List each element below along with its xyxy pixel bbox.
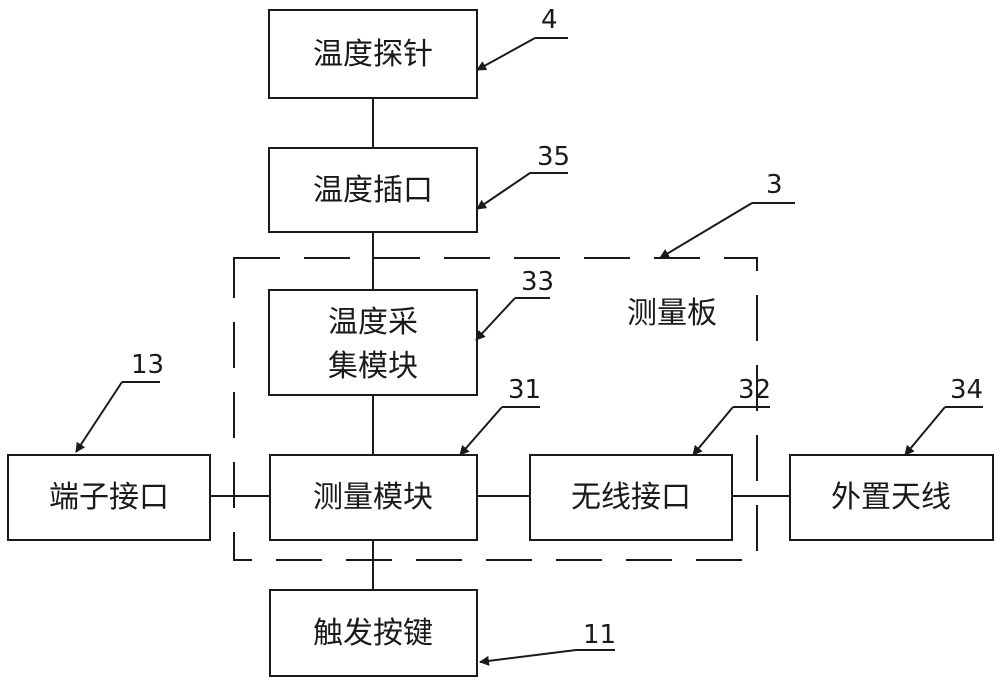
callout-temp-probe: 4	[476, 5, 568, 71]
external-antenna-label: 外置天线	[831, 480, 951, 515]
measure-module-label: 测量模块	[313, 480, 433, 515]
wireless-interface-label: 无线接口	[571, 480, 691, 515]
callout-measure-board: 3	[659, 170, 795, 259]
callout-temp-acq: 33	[475, 267, 554, 341]
terminal-interface-label: 端子接口	[49, 480, 169, 515]
callout-terminal-interface: 13	[75, 350, 164, 453]
external-antenna-block: 外置天线	[789, 454, 994, 541]
ref-number: 31	[508, 375, 541, 405]
temp-probe-label: 温度探针	[313, 37, 433, 72]
terminal-interface-block: 端子接口	[7, 454, 211, 541]
callout-temp-socket: 35	[476, 142, 570, 210]
measure-module-block: 测量模块	[269, 454, 478, 541]
temp-probe-block: 温度探针	[268, 9, 478, 99]
temp-acq-label-line1: 温度采	[328, 305, 418, 340]
callout-wireless-interface: 32	[692, 375, 771, 456]
temp-socket-block: 温度插口	[268, 147, 478, 233]
wireless-interface-block: 无线接口	[529, 454, 733, 541]
temp-socket-label: 温度插口	[313, 173, 433, 208]
ref-number: 35	[537, 142, 570, 172]
ref-number: 32	[738, 375, 771, 405]
ref-number: 3	[766, 170, 783, 200]
ref-number: 13	[131, 350, 164, 380]
temp-acq-label-line2: 集模块	[328, 349, 418, 384]
callout-external-antenna: 34	[904, 375, 983, 456]
measure-board-label: 测量板	[627, 296, 717, 331]
temp-acquisition-block: 温度采 集模块	[268, 289, 478, 396]
trigger-key-label: 触发按键	[313, 616, 433, 651]
ref-number: 34	[950, 375, 983, 405]
measure-board-boundary	[233, 257, 758, 561]
callout-trigger-key: 11	[479, 620, 616, 666]
trigger-key-block: 触发按键	[269, 589, 478, 677]
ref-number: 33	[521, 267, 554, 297]
ref-number: 4	[541, 5, 558, 35]
ref-number: 11	[583, 620, 616, 650]
callout-measure-module: 31	[459, 375, 541, 456]
